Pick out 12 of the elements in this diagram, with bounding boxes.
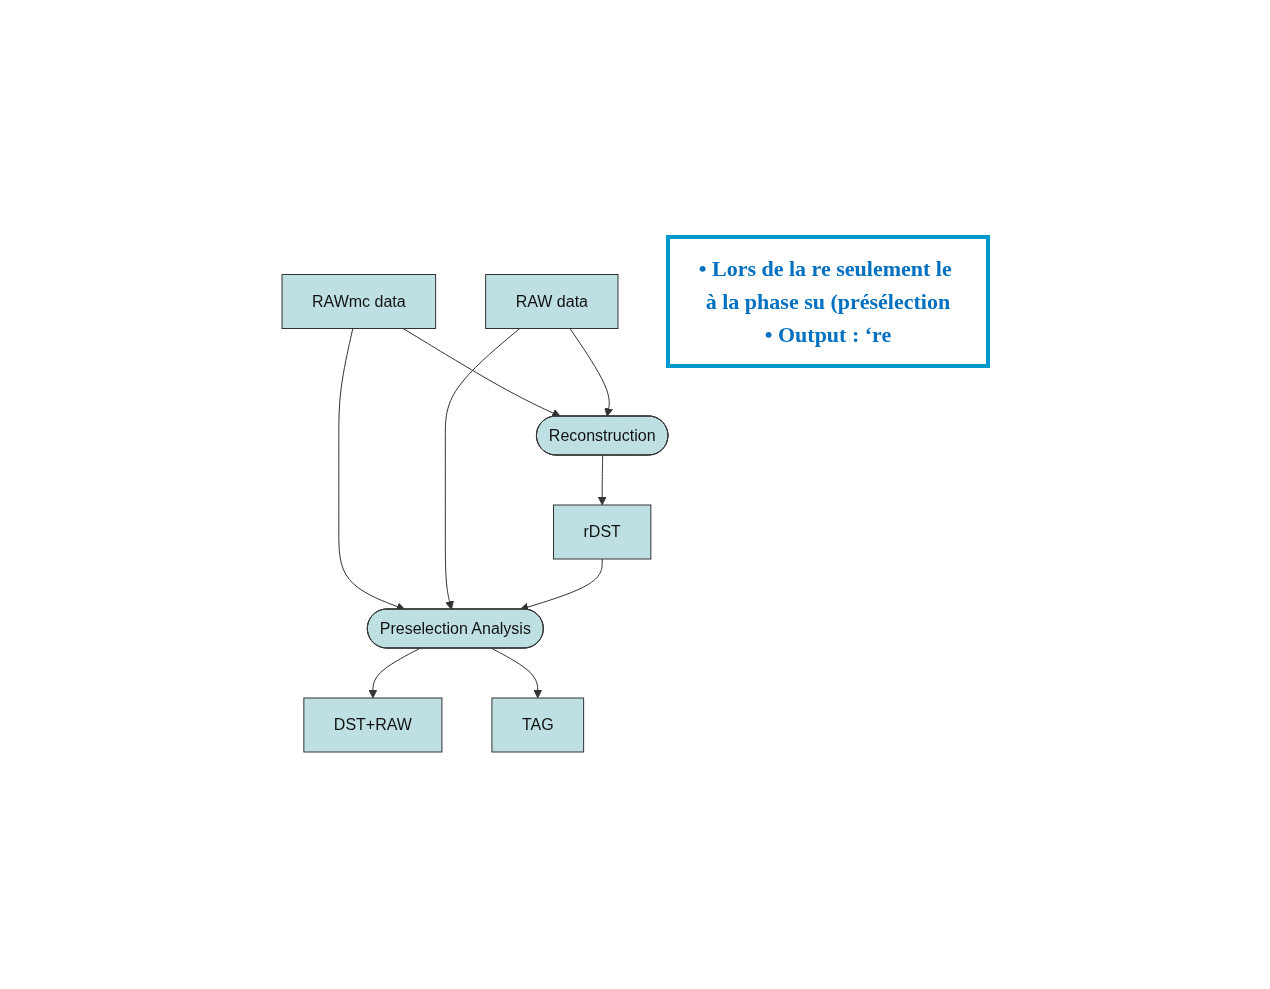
arrow	[368, 648, 421, 699]
arrow	[569, 328, 613, 417]
node-box: RAWmc data	[281, 274, 437, 329]
node-box: • Lors de la re seulement le à la phase su (présélection • Output : ‘re	[666, 235, 990, 368]
arrow	[491, 648, 543, 699]
node-box: TAG	[491, 697, 585, 753]
arrow	[402, 328, 561, 418]
arrow	[597, 455, 607, 506]
arrow	[444, 328, 521, 610]
node-box: DST+RAW	[303, 697, 443, 753]
node-box: rDST	[553, 504, 652, 560]
node-box: RAW data	[485, 274, 619, 329]
